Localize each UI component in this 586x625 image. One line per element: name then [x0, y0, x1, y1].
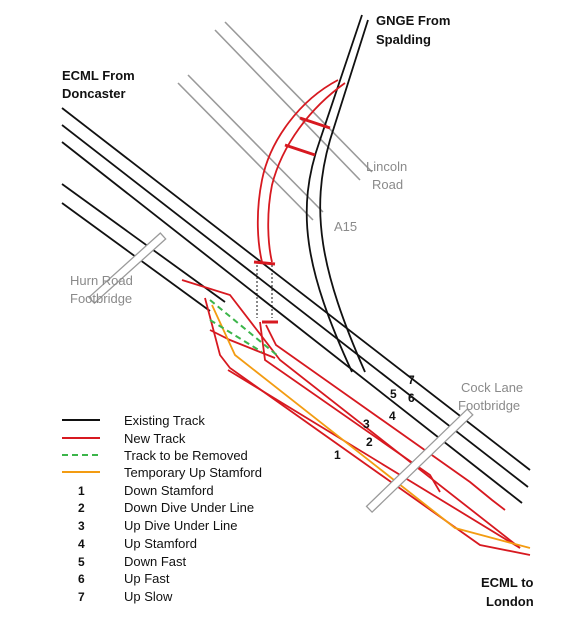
- footbridges: [88, 232, 474, 514]
- gnge-track-a: [305, 14, 363, 373]
- track-number-3: 3: [363, 417, 370, 431]
- legend-label-new: New Track: [124, 431, 186, 446]
- legend-label-6: Up Fast: [124, 571, 170, 586]
- track-number-5: 5: [390, 387, 397, 401]
- london-label-line1: ECML to: [481, 575, 534, 590]
- lincoln-road-label-line1: Lincoln: [366, 159, 407, 174]
- legend-key-2: 2: [78, 501, 85, 515]
- legend-key-1: 1: [78, 484, 85, 498]
- hurn-road-label-line1: Hurn Road: [70, 273, 133, 288]
- legend-label-7: Up Slow: [124, 589, 173, 604]
- track-number-1: 1: [334, 448, 341, 462]
- legend-label-removed: Track to be Removed: [124, 448, 248, 463]
- legend-key-3: 3: [78, 519, 85, 533]
- a15-label: A15: [334, 219, 357, 234]
- existing-track-line-a: [61, 183, 226, 303]
- track-number-6: 6: [408, 391, 415, 405]
- legend-key-6: 6: [78, 572, 85, 586]
- cock-lane-label-line1: Cock Lane: [461, 380, 523, 395]
- gnge-label-line2: Spalding: [376, 32, 431, 47]
- road-bridges: [177, 21, 373, 221]
- track-number-4: 4: [389, 409, 396, 423]
- legend-label-4: Up Stamford: [124, 536, 197, 551]
- cock-lane-label-line2: Footbridge: [458, 398, 520, 413]
- london-label-line2: London: [486, 594, 534, 609]
- temporary-up-stamford: [211, 304, 531, 549]
- legend-key-5: 5: [78, 555, 85, 569]
- legend-label-1: Down Stamford: [124, 483, 214, 498]
- gnge-label-line1: GNGE From: [376, 13, 450, 28]
- track-number-7: 7: [408, 373, 415, 387]
- gnge-track-b: [319, 19, 369, 373]
- ecml-doncaster-label-line1: ECML From: [62, 68, 135, 83]
- existing-track-line-7: [61, 107, 531, 471]
- legend-label-temporary: Temporary Up Stamford: [124, 465, 262, 480]
- ecml-doncaster-label-line2: Doncaster: [62, 86, 126, 101]
- legend: Existing Track New Track Track to be Rem…: [62, 413, 262, 604]
- existing-track-line-5: [61, 141, 523, 504]
- legend-label-5: Down Fast: [124, 554, 187, 569]
- cock-lane-footbridge: [365, 408, 474, 514]
- legend-key-4: 4: [78, 537, 85, 551]
- legend-key-7: 7: [78, 590, 85, 604]
- track-to-be-removed: [209, 299, 279, 357]
- connector-dotted: [256, 265, 273, 318]
- place-labels: GNGE From Spalding ECML From Doncaster L…: [62, 13, 534, 609]
- track-number-labels: 7 6 5 4 3 2 1: [334, 373, 415, 462]
- legend-label-3: Up Dive Under Line: [124, 518, 237, 533]
- hurn-road-footbridge: [88, 232, 167, 305]
- legend-label-2: Down Dive Under Line: [124, 500, 254, 515]
- new-track: [181, 79, 531, 556]
- hurn-road-label-line2: Footbridge: [70, 291, 132, 306]
- legend-label-existing: Existing Track: [124, 413, 205, 428]
- track-number-2: 2: [366, 435, 373, 449]
- lincoln-road-label-line2: Road: [372, 177, 403, 192]
